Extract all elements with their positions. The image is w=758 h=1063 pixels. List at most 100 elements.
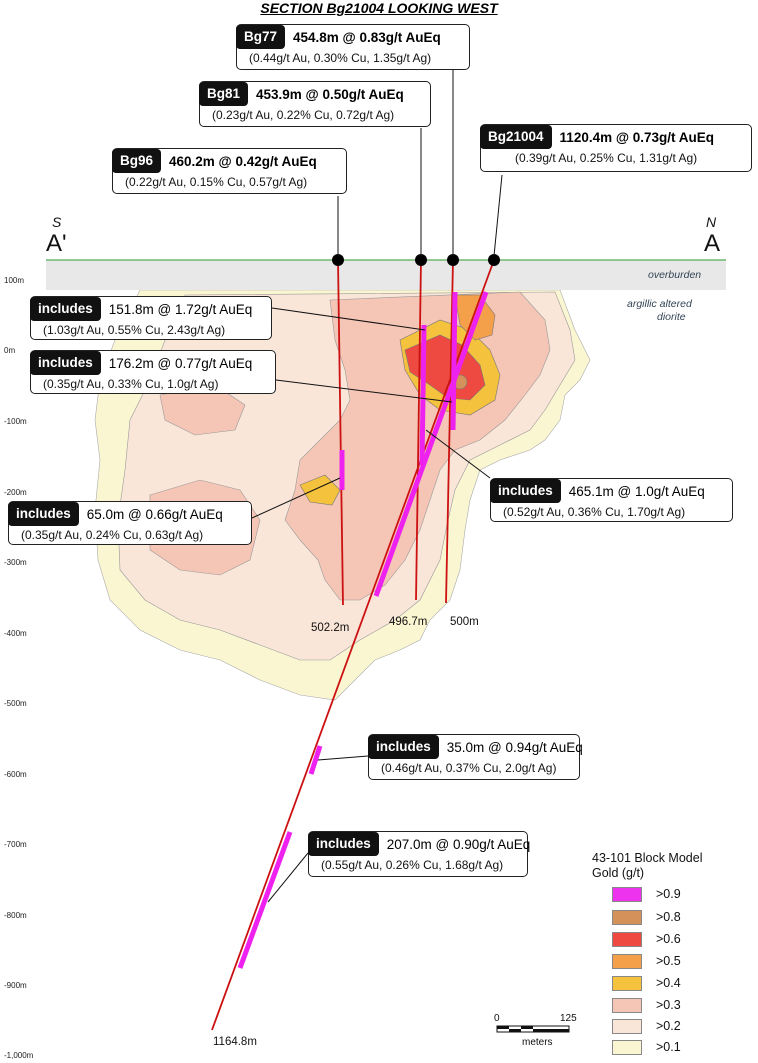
legend-swatch <box>612 910 642 925</box>
collar-bg77 <box>447 254 459 266</box>
hole-detail: (0.39g/t Au, 0.25% Cu, 1.31g/t Ag) <box>515 151 698 165</box>
depth-label-neg500: -500m <box>4 699 27 708</box>
legend-item-0.4: >0.4 <box>612 976 732 994</box>
scale-bar <box>496 1025 570 1033</box>
hole-headline: 453.9m @ 0.50g/t AuEq <box>256 86 404 102</box>
legend-item-0.1: >0.1 <box>612 1040 732 1058</box>
interval-bg21004-upper <box>373 291 489 597</box>
legend-label: >0.8 <box>656 910 681 924</box>
overburden-band <box>46 260 726 290</box>
includes-tag: includes <box>368 734 439 759</box>
legend-swatch <box>612 998 642 1013</box>
hole-detail: (0.23g/t Au, 0.22% Cu, 0.72g/t Ag) <box>212 108 395 122</box>
leader-include-4 <box>251 477 341 519</box>
includes-tag: includes <box>490 478 561 503</box>
interval-bg77 <box>450 291 458 431</box>
scale-end: 125 <box>560 1013 577 1024</box>
section-title: SECTION Bg21004 LOOKING WEST <box>260 0 498 16</box>
includes-detail: (0.35g/t Au, 0.33% Cu, 1.0g/t Ag) <box>43 377 219 391</box>
depth-label-0: 0m <box>4 346 16 355</box>
hole-detail: (0.44g/t Au, 0.30% Cu, 1.35g/t Ag) <box>249 51 432 65</box>
includes-detail: (1.03g/t Au, 0.55% Cu, 2.43g/t Ag) <box>43 323 226 337</box>
depth-label-neg900: -900m <box>4 981 27 990</box>
includes-callout-1: includes 151.8m @ 1.72g/t AuEq (1.03g/t A… <box>30 296 272 340</box>
legend-swatch <box>612 976 642 991</box>
collar-bg96 <box>332 254 344 266</box>
includes-callout-3: includes 465.1m @ 1.0g/t AuEq (0.52g/t Au… <box>490 478 733 522</box>
leader-include-6 <box>267 852 309 903</box>
diorite-label-line1: argillic altered <box>627 298 692 310</box>
legend-item-0.3: >0.3 <box>612 998 732 1016</box>
includes-tag: includes <box>30 296 101 321</box>
depth-label-neg200: -200m <box>4 488 27 497</box>
includes-tag: includes <box>308 831 379 856</box>
scale-unit: meters <box>522 1037 553 1048</box>
diorite-label-line2: diorite <box>657 311 686 323</box>
depth-label-neg1000: -1,000m <box>4 1051 34 1060</box>
depth-label-neg300: -300m <box>4 558 27 567</box>
section-start-label: A' <box>46 230 67 257</box>
depth-label-neg100: -100m <box>4 417 27 426</box>
hole-length-bg81: 496.7m <box>389 616 428 628</box>
includes-detail: (0.35g/t Au, 0.24% Cu, 0.63g/t Ag) <box>21 528 204 542</box>
includes-headline: 176.2m @ 0.77g/t AuEq <box>108 355 253 371</box>
leader-include-1 <box>271 307 426 331</box>
depth-label-neg800: -800m <box>4 911 27 920</box>
includes-detail: (0.55g/t Au, 0.26% Cu, 1.68g/t Ag) <box>321 858 504 872</box>
legend-title: 43-101 Block Model Gold (g/t) <box>592 851 702 881</box>
south-direction: S <box>52 214 62 230</box>
collar-bg81 <box>415 254 427 266</box>
section-end-label: A <box>704 230 721 257</box>
collar-bg21004 <box>488 254 500 266</box>
depth-label-neg400: -400m <box>4 629 27 638</box>
legend-title-line2: Gold (g/t) <box>592 866 645 880</box>
legend-swatch <box>612 1019 642 1034</box>
leader-bg21004 <box>493 174 503 257</box>
legend-label: >0.1 <box>656 1040 681 1054</box>
leader-include-2 <box>275 379 453 403</box>
includes-headline: 151.8m @ 1.72g/t AuEq <box>108 301 253 317</box>
hole-length-bg96: 502.2m <box>311 622 350 634</box>
depth-label-neg700: -700m <box>4 840 27 849</box>
includes-callout-6: includes 207.0m @ 0.90g/t AuEq (0.55g/t A… <box>308 831 530 877</box>
legend-label: >0.5 <box>656 954 681 968</box>
depth-label-100: 100m <box>4 276 25 285</box>
legend-swatch <box>612 954 642 969</box>
legend-label: >0.2 <box>656 1019 681 1033</box>
legend-item-0.9: >0.9 <box>612 887 732 905</box>
includes-headline: 35.0m @ 0.94g/t AuEq <box>446 739 583 755</box>
includes-detail: (0.52g/t Au, 0.36% Cu, 1.70g/t Ag) <box>503 505 686 519</box>
interval-bg21004-lower <box>237 831 293 969</box>
includes-headline: 465.1m @ 1.0g/t AuEq <box>568 483 705 499</box>
depth-label-neg600: -600m <box>4 770 27 779</box>
legend-item-0.5: >0.5 <box>612 954 732 972</box>
includes-headline: 207.0m @ 0.90g/t AuEq <box>386 836 531 852</box>
legend-item-0.6: >0.6 <box>612 932 732 950</box>
drill-trace-bg81 <box>415 259 422 601</box>
hole-headline: 1120.4m @ 0.73g/t AuEq <box>559 129 715 145</box>
legend-label: >0.3 <box>656 998 681 1012</box>
hole-headline: 460.2m @ 0.42g/t AuEq <box>169 153 317 169</box>
hole-length-bg77: 500m <box>450 616 479 628</box>
hole-tag: Bg21004 <box>480 124 552 149</box>
legend-swatch <box>612 887 642 902</box>
hole-detail: (0.22g/t Au, 0.15% Cu, 0.57g/t Ag) <box>125 175 308 189</box>
north-direction: N <box>706 214 717 230</box>
drill-hole-callout-bg21004: Bg21004 1120.4m @ 0.73g/t AuEq (0.39g/t A… <box>480 124 752 172</box>
legend-swatch <box>612 1040 642 1055</box>
legend-swatch <box>612 932 642 947</box>
leader-include-3 <box>425 429 491 479</box>
drill-trace-bg77 <box>445 259 454 604</box>
hole-headline: 454.8m @ 0.83g/t AuEq <box>293 29 441 45</box>
interval-bg81 <box>419 324 427 466</box>
interval-bg21004-mid <box>308 745 323 775</box>
includes-tag: includes <box>8 501 79 526</box>
leader-include-5 <box>317 755 369 761</box>
